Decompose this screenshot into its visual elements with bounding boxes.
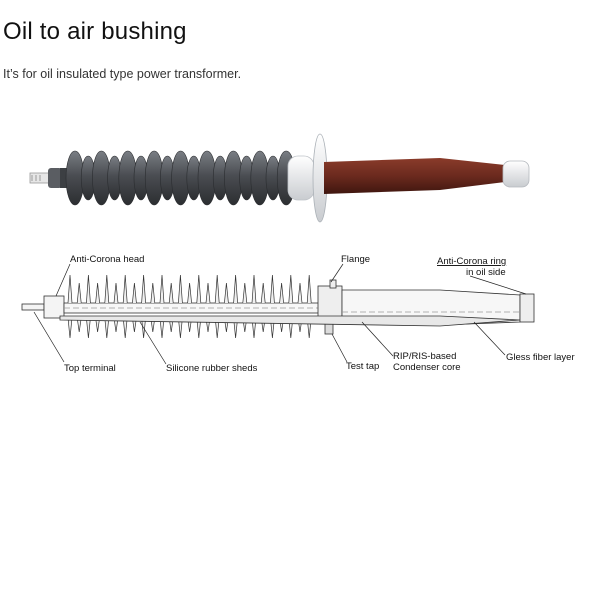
page-title: Oil to air bushing	[3, 18, 187, 45]
drawing-shed-lower	[76, 317, 82, 333]
drawing-shed-upper	[132, 282, 137, 304]
label-glass-fiber-layer: Gless fiber layer	[506, 352, 575, 363]
photo-oil-side-body	[324, 158, 505, 194]
drawing-shed-upper	[113, 282, 119, 304]
label-anti-corona-head: Anti-Corona head	[70, 254, 144, 265]
drawing-shed-lower	[67, 317, 73, 339]
drawing-shed-upper	[187, 282, 192, 304]
drawing-shed-lower	[86, 317, 91, 339]
drawing-shed-lower	[214, 317, 220, 339]
bushing-drawing	[21, 263, 535, 365]
photo-end-cap	[502, 160, 530, 188]
drawing-shed-lower	[104, 317, 110, 339]
drawing-shed-upper	[242, 282, 248, 304]
bushing-photo	[29, 133, 530, 223]
label-anti-corona-ring-1: Anti-Corona ring	[437, 256, 506, 267]
drawing-shed-upper	[233, 274, 238, 304]
drawing-shed-upper	[67, 274, 73, 304]
drawing-shed-upper	[224, 282, 229, 304]
drawing-shed-upper	[251, 274, 257, 304]
label-condenser-core-1: RIP/RIS-based	[393, 351, 456, 362]
drawing-shed-lower	[178, 317, 183, 339]
drawing-shed-lower	[113, 317, 119, 333]
label-test-tap: Test tap	[346, 361, 379, 372]
drawing-shed-upper	[159, 274, 165, 304]
drawing-shed-upper	[214, 274, 220, 304]
label-top-terminal: Top terminal	[64, 363, 116, 374]
page-subtitle: It’s for oil insulated type power transf…	[3, 67, 242, 81]
photo-top-terminal	[29, 168, 62, 188]
drawing-shed-upper	[205, 282, 211, 304]
drawing-shed-lower	[159, 317, 165, 339]
drawing-shed-upper	[306, 274, 312, 304]
label-flange: Flange	[341, 254, 370, 265]
drawing-shed-lower	[196, 317, 202, 339]
drawing-shed-upper	[178, 274, 183, 304]
drawing-shed-upper	[86, 274, 91, 304]
photo-anti-corona-ring	[287, 155, 315, 201]
drawing-shed-upper	[288, 274, 294, 304]
photo-silicone-sheds	[65, 150, 296, 206]
drawing-shed-upper	[279, 282, 284, 304]
drawing-shed-upper	[141, 274, 146, 304]
drawing-anti-corona-ring	[519, 293, 535, 323]
drawing-shed-lower	[122, 317, 128, 339]
label-silicone-sheds: Silicone rubber sheds	[166, 363, 258, 374]
label-condenser-core-2: Condenser core	[393, 362, 461, 373]
drawing-shed-upper	[297, 282, 303, 304]
drawing-shed-upper	[122, 274, 128, 304]
drawing-anti-corona-head	[43, 295, 65, 319]
drawing-shed-upper	[270, 274, 275, 304]
drawing-glass-fiber-layer	[59, 315, 521, 327]
drawing-shed-lower	[95, 317, 100, 333]
drawing-shed-upper	[76, 282, 82, 304]
drawing-shed-upper	[168, 282, 174, 304]
drawing-shed-upper	[260, 282, 266, 304]
leader-lines	[33, 263, 527, 365]
label-anti-corona-ring-2: in oil side	[466, 267, 506, 278]
drawing-top-terminal	[21, 303, 45, 311]
drawing-shed-upper	[196, 274, 202, 304]
drawing-shed-upper	[95, 282, 100, 304]
drawing-shed-upper	[104, 274, 110, 304]
drawing-shed-upper	[150, 282, 156, 304]
